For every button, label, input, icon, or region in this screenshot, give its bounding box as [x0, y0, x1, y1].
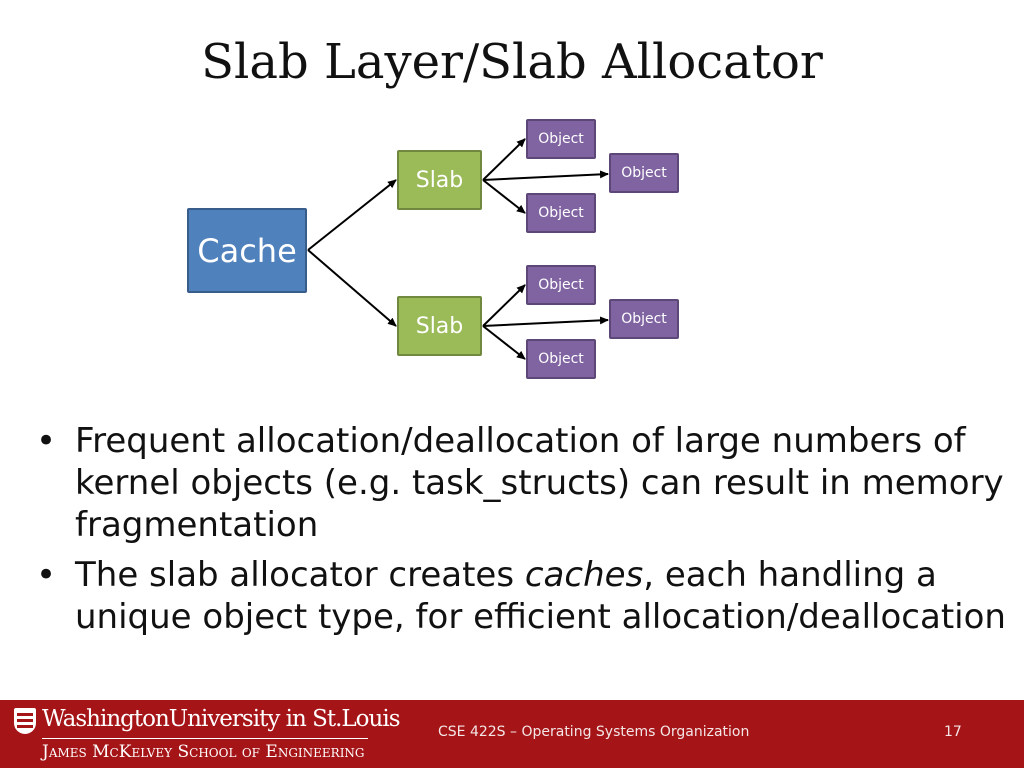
bullet-text: Frequent allocation/deallocation of larg…: [75, 421, 1004, 545]
slab-box-2: Slab: [397, 296, 482, 356]
arrow-slab1-to-object-2: [482, 170, 609, 181]
university-name: WashingtonUniversity in St.Louis: [42, 706, 401, 732]
slab-diagram: Cache Slab Slab Object Object Object Obj…: [187, 119, 679, 379]
arrow-cache-to-slab-2: [307, 249, 397, 327]
bullet-list: • Frequent allocation/deallocation of la…: [30, 420, 1010, 646]
object-box: Object: [526, 265, 596, 305]
object-box: Object: [526, 193, 596, 233]
bullet-marker: •: [36, 555, 57, 595]
arrow-slab2-to-object-2: [482, 316, 609, 327]
slab-box-1: Slab: [397, 150, 482, 210]
object-box: Object: [609, 153, 679, 193]
slide-title: Slab Layer/Slab Allocator: [201, 34, 823, 90]
arrow-cache-to-slab-1: [307, 179, 397, 251]
bullet-marker: •: [36, 421, 57, 461]
bullet-item: • Frequent allocation/deallocation of la…: [30, 420, 1010, 546]
footer-bar: WashingtonUniversity in St.Louis James M…: [0, 700, 1024, 768]
arrow-slab1-to-object-3: [482, 179, 526, 214]
shield-icon: [14, 708, 36, 734]
university-logo: WashingtonUniversity in St.Louis James M…: [12, 705, 401, 763]
arrow-slab1-to-object-1: [482, 138, 526, 181]
arrow-slab2-to-object-1: [482, 284, 526, 327]
bullet-item: • The slab allocator creates caches, eac…: [30, 554, 1010, 638]
bullet-text-post: , each handling a unique object type, fo…: [75, 555, 1006, 637]
arrow-slab2-to-object-3: [482, 325, 526, 360]
page-number: 17: [944, 724, 962, 740]
object-box: Object: [526, 339, 596, 379]
bullet-text-pre: The slab allocator creates: [75, 555, 525, 595]
logo-divider: [42, 738, 368, 739]
course-name: CSE 422S – Operating Systems Organizatio…: [438, 724, 750, 740]
cache-box: Cache: [187, 208, 307, 293]
object-box: Object: [609, 299, 679, 339]
school-name: James McKelvey School of Engineering: [42, 742, 365, 762]
diagram-arrows: [307, 138, 609, 360]
object-box: Object: [526, 119, 596, 159]
bullet-emphasis: caches: [524, 555, 644, 595]
